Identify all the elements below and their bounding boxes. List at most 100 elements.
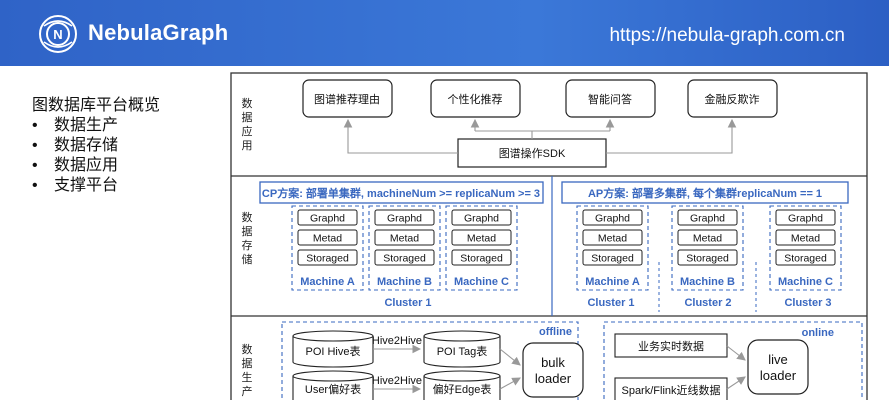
svg-text:Graphd: Graphd xyxy=(387,213,422,225)
svg-text:业务实时数据: 业务实时数据 xyxy=(638,339,704,353)
outline-list: 数据生产 数据存储 数据应用 支撑平台 xyxy=(32,116,160,196)
label-char: 生 xyxy=(242,370,253,384)
service-graphd: Graphd xyxy=(677,209,738,226)
label-char: 数 xyxy=(242,97,253,110)
service-metad: Metad xyxy=(451,229,512,246)
outline-item: 支撑平台 xyxy=(32,176,160,196)
label-char: 应 xyxy=(242,124,253,138)
storage-layer-label: 数 据 存 储 xyxy=(242,211,253,266)
svg-text:Storaged: Storaged xyxy=(591,253,634,265)
hive2hive-label: Hive2Hive xyxy=(372,375,422,387)
label-char: 储 xyxy=(242,252,253,266)
outline-item: 数据应用 xyxy=(32,156,160,176)
label-char: 数 xyxy=(242,211,253,224)
online-box: online xyxy=(603,321,863,400)
svg-text:个性化推荐: 个性化推荐 xyxy=(448,92,503,106)
pref-edge-table: 偏好Edge表 xyxy=(423,370,501,400)
service-storaged: Storaged xyxy=(677,249,738,266)
sdk-box: 图谱操作SDK xyxy=(457,138,607,168)
service-metad: Metad xyxy=(775,229,836,246)
header-banner: N NebulaGraph https://nebula-graph.com.c… xyxy=(0,0,889,66)
svg-text:loader: loader xyxy=(760,368,797,383)
machine-label: Machine A xyxy=(585,276,640,288)
user-pref-table: User偏好表 xyxy=(292,370,374,400)
label-char: 用 xyxy=(242,140,253,152)
machine-label: Machine B xyxy=(680,276,735,288)
svg-text:Metad: Metad xyxy=(467,233,496,245)
service-graphd: Graphd xyxy=(374,209,435,226)
app-layer-label: 数 据 应 用 xyxy=(242,97,253,152)
svg-text:Graphd: Graphd xyxy=(788,213,823,225)
svg-text:Spark/Flink近线数据: Spark/Flink近线数据 xyxy=(621,383,720,397)
svg-text:Cluster 1: Cluster 1 xyxy=(384,297,431,309)
svg-text:POI Hive表: POI Hive表 xyxy=(305,344,360,358)
svg-text:Metad: Metad xyxy=(390,233,419,245)
outline-panel: 图数据库平台概览 数据生产 数据存储 数据应用 支撑平台 xyxy=(32,96,160,196)
service-metad: Metad xyxy=(582,229,643,246)
svg-text:Metad: Metad xyxy=(313,233,342,245)
live-loader-arrows xyxy=(726,345,746,390)
app-recommend-reason: 图谱推荐理由 xyxy=(302,79,393,118)
diagram-frame xyxy=(230,72,868,400)
svg-text:Storaged: Storaged xyxy=(460,253,503,265)
machine-label: Machine C xyxy=(778,276,833,288)
bulk-loader: bulk loader xyxy=(522,342,584,398)
site-url: https://nebula-graph.com.cn xyxy=(609,25,845,46)
service-graphd: Graphd xyxy=(297,209,358,226)
cp-cluster-label: Cluster 1 xyxy=(384,297,431,309)
realtime-data-box: 业务实时数据 xyxy=(614,333,728,358)
bulk-loader-arrows xyxy=(499,348,521,390)
service-metad: Metad xyxy=(677,229,738,246)
app-smart-qa: 智能问答 xyxy=(565,79,656,118)
service-graphd: Graphd xyxy=(582,209,643,226)
production-layer-label: 数 据 生 产 xyxy=(242,343,253,398)
svg-text:Storaged: Storaged xyxy=(686,253,729,265)
label-char: 产 xyxy=(242,384,253,398)
svg-text:loader: loader xyxy=(535,371,572,386)
svg-text:Metad: Metad xyxy=(693,233,722,245)
hive2hive-label: Hive2Hive xyxy=(372,335,422,347)
svg-text:User偏好表: User偏好表 xyxy=(305,382,361,396)
poi-hive-table: POI Hive表 xyxy=(292,330,374,368)
live-loader: live loader xyxy=(747,339,809,395)
sdk-connector-lines xyxy=(343,118,737,154)
hive2hive-arrows: Hive2Hive Hive2Hive xyxy=(372,335,422,394)
svg-text:图谱操作SDK: 图谱操作SDK xyxy=(499,146,566,160)
ap-cluster-label: Cluster 2 xyxy=(684,297,731,309)
app-anti-fraud: 金融反欺诈 xyxy=(687,79,778,118)
svg-text:AP方案: 部署多集群, 每个集群replicaNum ==: AP方案: 部署多集群, 每个集群replicaNum == 1 xyxy=(588,186,822,200)
svg-text:Graphd: Graphd xyxy=(464,213,499,225)
ap-cluster-labels: Cluster 1 Cluster 2 Cluster 3 xyxy=(587,297,831,309)
service-graphd: Graphd xyxy=(775,209,836,226)
service-metad: Metad xyxy=(297,229,358,246)
svg-text:Metad: Metad xyxy=(598,233,627,245)
label-char: 据 xyxy=(242,356,253,370)
service-storaged: Storaged xyxy=(775,249,836,266)
service-storaged: Storaged xyxy=(582,249,643,266)
nearline-data-box: Spark/Flink近线数据 xyxy=(614,377,728,400)
label-char: 据 xyxy=(242,224,253,238)
brand-name: NebulaGraph xyxy=(88,20,229,45)
service-storaged: Storaged xyxy=(374,249,435,266)
svg-text:Metad: Metad xyxy=(791,233,820,245)
svg-text:live: live xyxy=(768,352,788,367)
logo-letter: N xyxy=(53,27,62,42)
app-personal-recommend: 个性化推荐 xyxy=(430,79,521,118)
svg-text:Storaged: Storaged xyxy=(306,253,349,265)
svg-text:金融反欺诈: 金融反欺诈 xyxy=(705,92,760,106)
poi-tag-table: POI Tag表 xyxy=(423,330,501,368)
label-char: 据 xyxy=(242,110,253,124)
svg-text:Graphd: Graphd xyxy=(690,213,725,225)
service-storaged: Storaged xyxy=(451,249,512,266)
service-metad: Metad xyxy=(374,229,435,246)
outline-title: 图数据库平台概览 xyxy=(32,97,161,114)
svg-text:bulk: bulk xyxy=(541,355,565,370)
svg-text:Storaged: Storaged xyxy=(383,253,426,265)
